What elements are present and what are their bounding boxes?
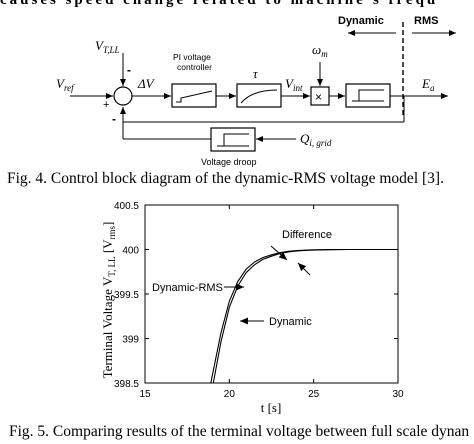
- pi-label-1: PI voltage: [173, 52, 211, 62]
- lag-curve: [240, 89, 278, 104]
- droop-symbol: [217, 133, 249, 147]
- vtll-label: VT,LL: [95, 38, 120, 55]
- ea-label: Ea: [421, 76, 435, 93]
- x-tick-label: 30: [392, 389, 404, 400]
- summing-junction: [113, 86, 133, 106]
- dynamic-rms-annotation: Dynamic-RMS: [152, 282, 223, 294]
- y-axis-label: Terminal Voltage VT, LL [Vrms]: [100, 222, 117, 379]
- y-tick-label: 399.5: [114, 290, 139, 301]
- y-tick-label: 399: [122, 335, 139, 346]
- minus-sign-top: -: [127, 63, 131, 77]
- droop-label: Voltage droop: [201, 157, 257, 167]
- q-grid-label: Qi, grid: [300, 131, 332, 148]
- plus-sign: +: [103, 99, 109, 111]
- x-tick-label: 15: [139, 389, 151, 400]
- omega-label: ωm: [312, 42, 328, 59]
- voltage-droop-block: [210, 127, 256, 152]
- vref-label: Vref: [56, 76, 75, 93]
- rms-label: RMS: [414, 15, 438, 27]
- pi-symbol: [176, 90, 213, 103]
- tau-label: τ: [253, 66, 259, 81]
- limiter-block: [345, 83, 391, 108]
- plot-frame: [144, 204, 399, 384]
- top-truncated-text: causes speed change related to machine's…: [0, 0, 439, 8]
- limiter-symbol: [352, 89, 384, 102]
- difference-arrow-left: [270, 245, 288, 261]
- y-tick-label: 400.5: [114, 201, 139, 212]
- x-tick-label: 25: [308, 389, 320, 400]
- vint-label: Vint: [285, 76, 303, 93]
- fig4-caption: Fig. 4. Control block diagram of the dyn…: [7, 170, 444, 187]
- control-block-diagram: Dynamic RMS Vref + VT,LL - - ΔV PI volta…: [56, 15, 456, 167]
- x-tick-label: 20: [224, 389, 236, 400]
- difference-annotation: Difference: [282, 229, 332, 241]
- x-axis-label: t [s]: [261, 400, 282, 415]
- y-tick-label: 400: [122, 246, 139, 257]
- dynamic-annotation: Dynamic: [269, 316, 312, 328]
- dynamic-label: Dynamic: [338, 15, 384, 27]
- multiply-sign: ×: [315, 90, 322, 104]
- first-order-lag-block: [236, 83, 282, 108]
- minus-sign-bottom: -: [112, 112, 116, 126]
- terminal-voltage-chart: 15 20 25 30 398.5 399 399.5 400 400.5 Terminal V…: [100, 201, 404, 415]
- delta-v-label: ΔV: [137, 76, 156, 91]
- pi-label-2: controller: [177, 62, 212, 72]
- difference-arrow-right: [297, 262, 311, 276]
- y-tick-label: 398.5: [114, 379, 139, 390]
- fig5-caption: Fig. 5. Comparing results of the termina…: [9, 423, 470, 440]
